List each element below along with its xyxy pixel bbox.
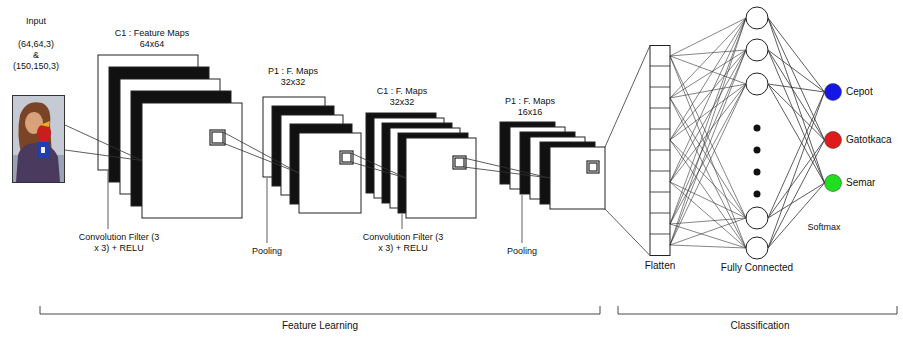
input-size-text: Input <box>4 16 68 27</box>
flatten-layer: Flatten <box>635 45 685 277</box>
output-node: Cepot <box>824 83 873 101</box>
input-size-text: & <box>4 50 68 61</box>
feature-map-frames <box>496 96 612 212</box>
feature-map-stack: P1 : F. Maps 16x16 <box>496 96 612 212</box>
label-holder: Pooling <box>500 246 544 257</box>
dense-layer: Fully Connected <box>712 4 802 280</box>
connection-lines <box>670 18 746 248</box>
leader-line <box>402 214 403 229</box>
layer-operation: Convolution Filter (3 x 3) + RELU <box>362 232 444 254</box>
layer-name: Fully Connected <box>712 262 802 274</box>
feature-map-frames <box>95 28 250 220</box>
class-circle <box>824 174 842 192</box>
leader-line <box>267 178 268 243</box>
input-photo <box>12 95 65 183</box>
flatten-column <box>635 45 685 257</box>
label-holder: Convolution Filter (3 x 3) + RELU <box>78 232 160 254</box>
input-size-text: (64,64,3) <box>4 39 68 50</box>
class-name: Gatotkaca <box>846 131 892 149</box>
layer-heading: P1 : F. Maps 16x16 <box>498 96 562 118</box>
class-name: Semar <box>846 174 875 192</box>
activation-label: Softmax <box>798 222 850 233</box>
label-holder: Feature Learning <box>250 320 390 332</box>
neuron-column <box>712 4 802 262</box>
leader-line <box>522 195 523 243</box>
label-holder: Convolution Filter (3 x 3) + RELU <box>362 232 444 254</box>
layer-heading: P1 : F. Maps 32x32 <box>261 66 325 88</box>
layer-heading: C1 : F. Maps 32x32 <box>370 86 434 108</box>
label-holder: Classification <box>690 320 830 332</box>
output-node: Semar <box>824 174 875 192</box>
connection-lines <box>605 46 650 256</box>
section-bracket <box>40 306 600 314</box>
layer-heading: C1 : Feature Maps 64x64 <box>107 28 197 50</box>
feature-map-stack: P1 : F. Maps 32x32 <box>258 66 366 216</box>
class-circle <box>824 131 842 149</box>
leader-line <box>108 171 109 229</box>
section-title: Classification <box>690 320 830 332</box>
connection-lines <box>768 18 825 248</box>
connection-lines <box>768 18 825 248</box>
input-size-text: (150,150,3) <box>4 61 68 72</box>
feature-map-stack: C1 : F. Maps 32x32 <box>362 86 480 221</box>
input-image: Input (64,64,3)&(150,150,3) <box>4 10 68 190</box>
connection-lines <box>768 18 825 248</box>
class-name: Cepot <box>846 83 873 101</box>
layer-operation: Convolution Filter (3 x 3) + RELU <box>78 232 160 254</box>
section-bracket <box>618 306 897 314</box>
feature-map-frames <box>258 66 366 216</box>
output-node: Gatotkaca <box>824 131 892 149</box>
layer-operation: Pooling <box>245 246 289 257</box>
feature-map-stack: C1 : Feature Maps 64x64 <box>95 28 250 220</box>
label-holder: Pooling <box>245 246 289 257</box>
label-holder: Softmax <box>798 222 850 233</box>
layer-name: Flatten <box>635 260 685 272</box>
class-circle <box>824 83 842 101</box>
layer-operation: Pooling <box>500 246 544 257</box>
section-title: Feature Learning <box>250 320 390 332</box>
feature-map-frames <box>362 86 480 221</box>
